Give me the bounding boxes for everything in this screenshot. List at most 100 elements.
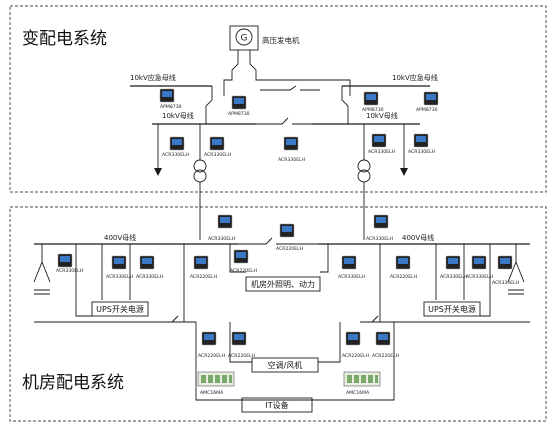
- meter-acr-ups-r3: ACR330ELH: [466, 255, 493, 280]
- svg-text:ACR330ELH: ACR330ELH: [338, 274, 365, 280]
- machine-room-loop: [195, 321, 395, 401]
- transformer-left: [193, 159, 207, 183]
- meter-acr-hvac-r1: ACR220ELH: [342, 331, 369, 359]
- meter-acr-lv-incomer-left: ACR330ELH: [208, 214, 235, 242]
- svg-text:ACR220ELH: ACR220ELH: [390, 274, 417, 280]
- meter-apm-emergency-right: APM8730: [362, 91, 384, 113]
- meter-acr-hv4: ACR330ELH: [408, 133, 435, 155]
- meter-apm-hv-left: APM8730: [228, 95, 250, 117]
- substation-system-frame: [9, 5, 547, 193]
- svg-text:ACR330ELH: ACR330ELH: [368, 149, 395, 155]
- svg-text:ACR220ELH: ACR220ELH: [190, 274, 217, 280]
- emergency-link-right: [341, 86, 349, 124]
- svg-text:ACR220ELH: ACR220ELH: [198, 353, 225, 359]
- generator-label: 高压发电机: [262, 35, 300, 45]
- generator-icon: [235, 28, 253, 46]
- hvac-feeder-right: [318, 322, 341, 363]
- machine-room-system-frame: [9, 206, 547, 422]
- meter-acr-ups-r1: ACR220ELH: [390, 255, 417, 280]
- generator: G: [229, 25, 259, 51]
- hv-bus-left-label: 10kV母线: [162, 111, 194, 120]
- generator-frame: [229, 25, 259, 51]
- generator-symbol: G: [241, 34, 248, 44]
- svg-text:APM8730: APM8730: [228, 111, 250, 117]
- svg-text:ACR220ELH: ACR220ELH: [342, 353, 369, 359]
- svg-text:ACR330ELH: ACR330ELH: [278, 157, 305, 163]
- ups-switch-box-right: [423, 301, 481, 317]
- hvac-feeder-left: [229, 322, 252, 363]
- substation-system-title: 变配电系统: [22, 29, 107, 49]
- lv-bus-right-label: 400V母线: [402, 233, 434, 242]
- lv-bus-left-label: 400V母线: [104, 233, 136, 242]
- hvac-box: [251, 357, 319, 373]
- emergency-bus-right-label: 10kV应急母线: [392, 73, 438, 82]
- ups-right-input: [480, 300, 491, 317]
- svg-text:ACR330ELH: ACR330ELH: [162, 152, 189, 158]
- capacitor-left: [34, 289, 50, 295]
- ups-output-bus-right: [360, 315, 530, 323]
- svg-text:ACR330ELH: ACR330ELH: [106, 274, 133, 280]
- svg-text:ACR220ELH: ACR220ELH: [228, 353, 255, 359]
- svg-text:ACR330ELH: ACR330ELH: [440, 274, 467, 280]
- meter-apm-hv-right: APM8730: [416, 91, 439, 113]
- svg-text:APM8730: APM8730: [160, 104, 182, 110]
- amc-module-right: [343, 371, 381, 387]
- hv-bus-right-label: 10kV母线: [366, 111, 398, 120]
- meter-apm-emergency-left: APM8730: [159, 88, 182, 110]
- ups-switch-box-left: [91, 301, 149, 317]
- machine-room-system-title: 机房配电系统: [22, 373, 124, 393]
- lighting-power-box: [245, 276, 321, 292]
- meter-acr-hvac-l2: ACR220ELH: [228, 331, 255, 359]
- meter-acr-ups-l1: ACR330ELH: [56, 253, 83, 274]
- svg-text:ACR220ELH: ACR220ELH: [230, 268, 257, 274]
- meter-acr-ups-l4: ACR220ELH: [190, 255, 217, 280]
- generator-feeder-right: [249, 50, 351, 96]
- amc-module-left: [197, 371, 235, 387]
- lv-feeder-lighting-left: [229, 244, 246, 273]
- transformer-right: [357, 159, 371, 183]
- svg-text:ACR330ELH: ACR330ELH: [466, 274, 493, 280]
- hv-feeder-1-arrow: [154, 168, 162, 176]
- amc-left-label: AMC16MA: [200, 390, 224, 396]
- svg-text:ACR330ELH: ACR330ELH: [366, 236, 393, 242]
- capacitor-branch-left: [33, 244, 51, 283]
- meter-acr-hv1: ACR330ELH: [162, 136, 189, 158]
- svg-text:ACR330ELH: ACR330ELH: [492, 280, 519, 286]
- generator-feeder-left: [223, 50, 239, 96]
- capacitor-right: [508, 289, 524, 295]
- it-equipment-label: IT设备: [265, 400, 288, 410]
- meter-acr-hv2: ACR330ELH: [204, 136, 231, 158]
- meter-acr-ups-r4: ACR330ELH: [492, 255, 519, 286]
- hv-feeder-4-arrow: [400, 168, 408, 176]
- svg-text:APM8730: APM8730: [362, 107, 384, 113]
- emergency-link-left: [205, 86, 213, 124]
- svg-text:ACR330ELH: ACR330ELH: [408, 149, 435, 155]
- lv-feeder-ups-left: [172, 244, 185, 323]
- capacitor-branch-right: [507, 244, 525, 283]
- meter-acr-hvac-l1: ACR220ELH: [198, 331, 225, 359]
- svg-text:ACR330ELH: ACR330ELH: [56, 268, 83, 274]
- ups-output-bus-left: [34, 315, 196, 323]
- svg-text:ACR330ELH: ACR330ELH: [136, 274, 163, 280]
- svg-text:ACR330ELH: ACR330ELH: [204, 152, 231, 158]
- ups-switch-label-left: UPS开关电源: [96, 304, 144, 314]
- meter-acr-hv-mid: ACR330ELH: [278, 136, 305, 163]
- meter-acr-bus-tie: ACR220ELH: [276, 223, 303, 252]
- meter-acr-ups-r2: ACR330ELH: [440, 255, 467, 280]
- lv-feeder-lighting-right: [320, 244, 329, 273]
- svg-text:APM8730: APM8730: [416, 107, 438, 113]
- meter-acr-hvac-r2: ACR220ELH: [372, 331, 399, 359]
- lv-feeder-ups-right: [379, 244, 392, 323]
- svg-text:ACR330ELH: ACR330ELH: [208, 236, 235, 242]
- amc-right-label: AMC16MA: [346, 390, 370, 396]
- ups-switch-label-right: UPS开关电源: [428, 304, 476, 314]
- meter-acr-lighting-left: ACR220ELH: [230, 249, 257, 274]
- svg-text:ACR220ELH: ACR220ELH: [276, 246, 303, 252]
- meter-acr-lighting-right: ACR330ELH: [338, 255, 365, 280]
- generator-tie-switch: [260, 85, 320, 91]
- lighting-power-label: 机房外照明、动力: [251, 279, 315, 289]
- ups-left-input: [75, 300, 92, 317]
- it-equipment-box: [241, 397, 313, 413]
- hvac-label: 空调/风机: [268, 360, 303, 370]
